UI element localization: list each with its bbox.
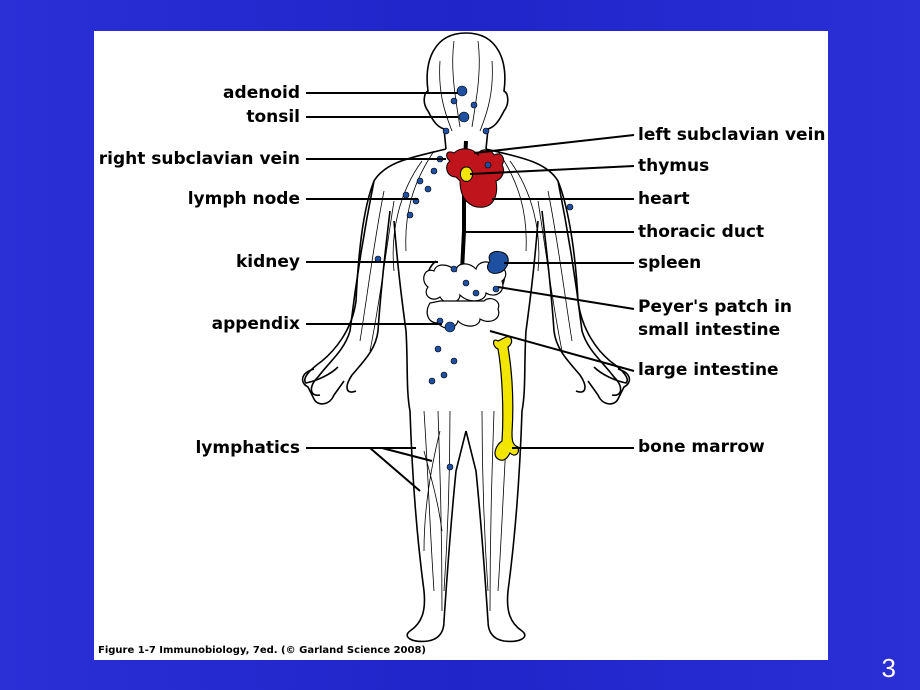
label-lymphatics: lymphatics (195, 438, 300, 458)
label-lymph-node: lymph node (187, 189, 300, 209)
figure-caption: Figure 1-7 Immunobiology, 7ed. (© Garlan… (98, 645, 426, 656)
lymphatic-network (359, 40, 573, 612)
label-right-subclavian-vein: right subclavian vein (98, 149, 300, 169)
label-heart: heart (638, 189, 690, 209)
label-spleen: spleen (638, 253, 702, 273)
leader-lines (306, 92, 635, 492)
label-left-subclavian-vein: left subclavian vein (638, 125, 826, 145)
label-appendix: appendix (211, 314, 300, 334)
label-peyers-patch-line1: Peyer's patch in (638, 297, 793, 317)
bone-marrow (492, 336, 519, 461)
label-thoracic-duct: thoracic duct (638, 222, 765, 242)
label-tonsil: tonsil (246, 107, 300, 127)
label-peyers-patch-line2: small intestine (638, 320, 781, 340)
label-bone-marrow: bone marrow (638, 437, 765, 457)
label-large-intestine: large intestine (638, 360, 779, 380)
figure-panel: adenoid tonsil right subclavian vein lym… (94, 31, 828, 660)
label-thymus: thymus (638, 156, 710, 176)
label-adenoid: adenoid (223, 83, 300, 103)
body-outline (301, 32, 631, 643)
thymus (459, 166, 473, 182)
slide-number: 3 (881, 653, 896, 683)
label-kidney: kidney (235, 252, 300, 272)
lymphatic-system-figure (301, 32, 635, 643)
